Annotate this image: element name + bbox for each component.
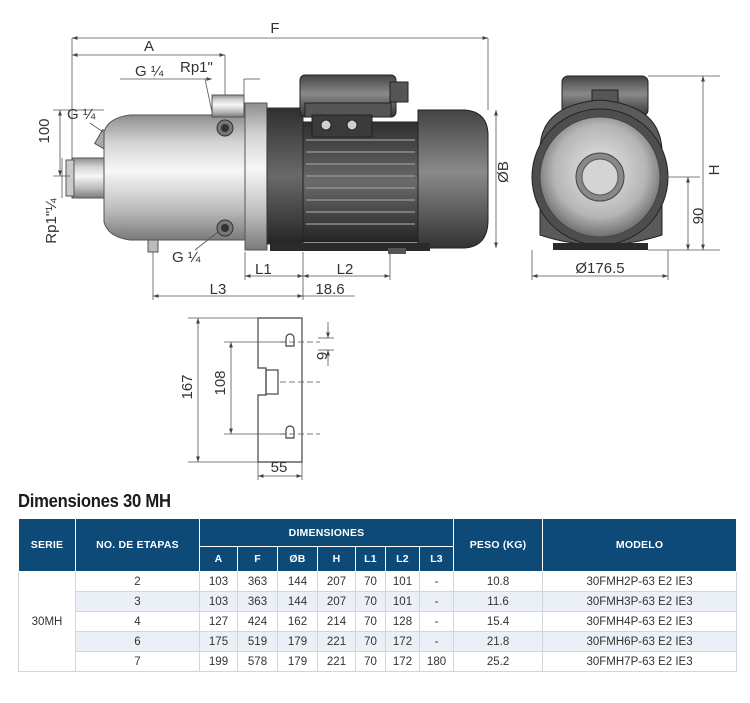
- table-row: 4 127 424 162 214 70 128 - 15.4 30FMH4P-…: [19, 611, 738, 632]
- dimensions-table: SERIE NO. DE ETAPAS DIMENSIONES PESO (KG…: [18, 518, 738, 672]
- label-9: 9: [314, 352, 331, 360]
- label-H: H: [706, 165, 723, 176]
- cell-etapas: 6: [75, 631, 200, 652]
- cell-L2: 172: [385, 631, 420, 652]
- cell-peso: 25.2: [453, 651, 544, 672]
- cell-F: 424: [237, 611, 278, 632]
- label-G-top: G ¼: [135, 63, 164, 80]
- header-L2: L2: [385, 546, 420, 572]
- cell-L1: 70: [355, 571, 386, 592]
- serie-cell: 30MH: [18, 571, 76, 672]
- label-Rp-side: Rp1"¼: [43, 198, 60, 244]
- cell-L3: 180: [418, 651, 455, 672]
- cell-etapas: 3: [75, 591, 200, 612]
- cell-L1: 70: [355, 651, 386, 672]
- table-row: 6 175 519 179 221 70 172 - 21.8 30FMH6P-…: [19, 631, 738, 652]
- label-18-6: 18.6: [315, 281, 344, 298]
- label-167: 167: [179, 374, 196, 399]
- front-dimension-lines: [531, 75, 720, 280]
- label-L3: L3: [210, 281, 227, 298]
- cell-A: 199: [199, 651, 238, 672]
- header-L1: L1: [355, 546, 386, 572]
- cell-A: 103: [199, 571, 238, 592]
- cell-F: 578: [237, 651, 278, 672]
- cell-L3: -: [418, 631, 455, 652]
- dimension-labels: F A G ¼ Rp1" G ¼ 100 Rp1"¼ G ¼ L1 L2 L3 …: [36, 20, 723, 476]
- cell-B: 179: [277, 631, 318, 652]
- cell-L3: -: [418, 611, 455, 632]
- cell-peso: 21.8: [453, 631, 544, 652]
- header-F: F: [237, 546, 278, 572]
- cell-A: 103: [199, 591, 238, 612]
- label-A: A: [144, 38, 154, 55]
- pump-front-view: [531, 75, 669, 250]
- header-H: H: [317, 546, 356, 572]
- cell-B: 162: [277, 611, 318, 632]
- dimension-lines: [53, 36, 498, 300]
- label-100: 100: [36, 118, 53, 143]
- header-etapas: NO. DE ETAPAS: [75, 518, 200, 572]
- cell-L3: -: [418, 591, 455, 612]
- section-title: Dimensiones 30 MH: [18, 490, 171, 511]
- cell-F: 363: [237, 591, 278, 612]
- label-F: F: [270, 20, 279, 37]
- cell-L1: 70: [355, 591, 386, 612]
- header-B: ØB: [277, 546, 318, 572]
- cell-peso: 15.4: [453, 611, 544, 632]
- cell-L2: 101: [385, 591, 420, 612]
- cell-H: 214: [317, 611, 356, 632]
- cell-H: 207: [317, 591, 356, 612]
- table-row: 3 103 363 144 207 70 101 - 11.6 30FMH3P-…: [19, 591, 738, 612]
- cell-peso: 10.8: [453, 571, 544, 592]
- cell-F: 519: [237, 631, 278, 652]
- cell-peso: 11.6: [453, 591, 544, 612]
- cell-modelo: 30FMH7P-63 E2 IE3: [542, 651, 738, 672]
- cell-etapas: 4: [75, 611, 200, 632]
- cell-L2: 172: [385, 651, 420, 672]
- cell-B: 144: [277, 571, 318, 592]
- label-L2: L2: [337, 261, 354, 278]
- table-row: 7 199 578 179 221 70 172 180 25.2 30FMH7…: [19, 651, 738, 672]
- label-55: 55: [271, 459, 288, 476]
- cell-L2: 101: [385, 571, 420, 592]
- label-G-left: G ¼: [67, 106, 96, 123]
- label-L1: L1: [255, 261, 272, 278]
- cell-modelo: 30FMH6P-63 E2 IE3: [542, 631, 738, 652]
- cell-H: 221: [317, 631, 356, 652]
- cell-A: 127: [199, 611, 238, 632]
- label-G-bottom: G ¼: [172, 249, 201, 266]
- cell-L1: 70: [355, 631, 386, 652]
- cell-H: 207: [317, 571, 356, 592]
- bracket-detail: [188, 317, 334, 480]
- pump-side-view: [65, 74, 489, 254]
- technical-drawing: F A G ¼ Rp1" G ¼ 100 Rp1"¼ G ¼ L1 L2 L3 …: [36, 20, 723, 480]
- label-90: 90: [690, 208, 707, 225]
- header-modelo: MODELO: [542, 518, 738, 572]
- header-L3: L3: [418, 546, 455, 572]
- header-dimensiones: DIMENSIONES: [198, 518, 455, 547]
- cell-B: 144: [277, 591, 318, 612]
- label-176-5: Ø176.5: [575, 260, 624, 277]
- cell-L3: -: [418, 571, 455, 592]
- cell-A: 175: [199, 631, 238, 652]
- cell-B: 179: [277, 651, 318, 672]
- header-serie: SERIE: [18, 518, 76, 572]
- cell-modelo: 30FMH2P-63 E2 IE3: [542, 571, 738, 592]
- label-OB: ØB: [495, 161, 512, 183]
- header-peso: PESO (KG): [453, 518, 544, 572]
- cell-etapas: 2: [75, 571, 200, 592]
- label-Rp-top: Rp1": [180, 59, 213, 76]
- cell-L1: 70: [355, 611, 386, 632]
- cell-modelo: 30FMH3P-63 E2 IE3: [542, 591, 738, 612]
- cell-etapas: 7: [75, 651, 200, 672]
- table-row: 30MH 2 103 363 144 207 70 101 - 10.8 30F…: [18, 571, 738, 672]
- cell-F: 363: [237, 571, 278, 592]
- header-A: A: [199, 546, 238, 572]
- cell-H: 221: [317, 651, 356, 672]
- cell-modelo: 30FMH4P-63 E2 IE3: [542, 611, 738, 632]
- cell-L2: 128: [385, 611, 420, 632]
- label-108: 108: [212, 370, 229, 395]
